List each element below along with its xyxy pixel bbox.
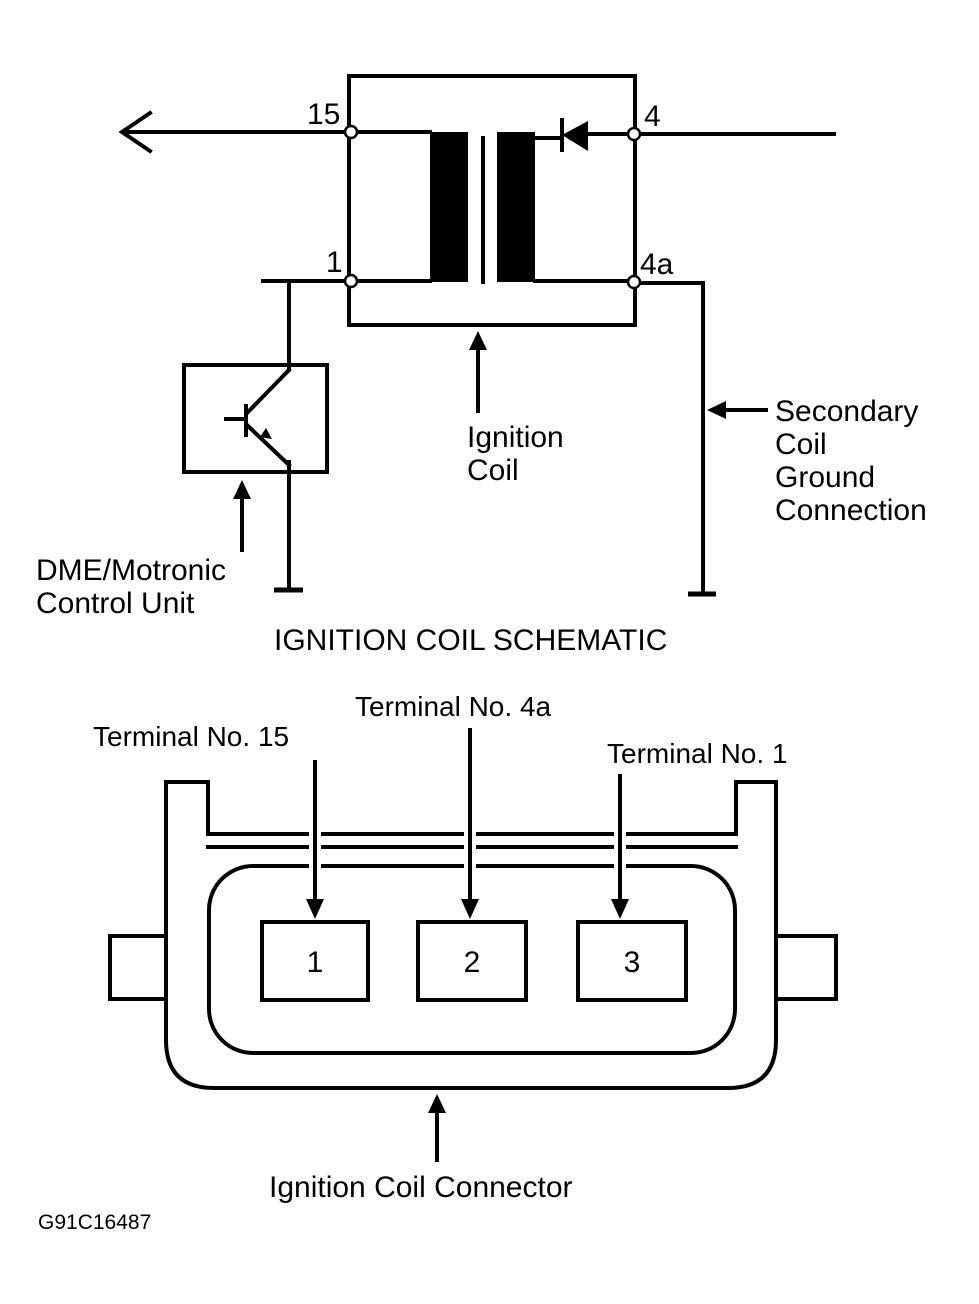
arrow-left-icon [118, 110, 153, 154]
figure-code: G91C16487 [38, 1211, 151, 1234]
terminal-4a-label: 4a [640, 248, 674, 281]
terminal-15-callout: Terminal No. 15 [93, 721, 289, 752]
connector-title-arrow-icon [428, 1094, 446, 1113]
connector-pin-3-label: 3 [624, 946, 641, 979]
terminal-4a-arrow-icon [461, 899, 479, 919]
connector-pin-2-label: 2 [464, 946, 481, 979]
ignition-coil-schematic: 15 4 1 4a Ignition Coil Secondary Coil G… [36, 74, 927, 657]
terminal-15-arrow-icon [306, 899, 324, 919]
connector-pin-1 [260, 920, 370, 1002]
control-unit-label: DME/Motronic Control Unit [36, 554, 234, 620]
terminal-1-label: 1 [326, 246, 343, 279]
connector-pin-1-label: 1 [307, 946, 324, 979]
transistor-icon [224, 367, 292, 468]
control-unit-box [182, 363, 329, 474]
secondary-ground-arrow-icon [707, 401, 726, 419]
ignition-coil-label: Ignition Coil [467, 421, 572, 487]
primary-winding [430, 132, 468, 282]
terminal-15-arrow [306, 760, 324, 919]
secondary-winding [497, 132, 535, 282]
schematic-title: IGNITION COIL SCHEMATIC [274, 624, 667, 657]
terminal-1-node [343, 273, 359, 289]
secondary-ground-label: Secondary Coil Ground Connection [775, 395, 927, 527]
terminal-1-arrow-icon [611, 899, 629, 919]
connector-tab-right [774, 934, 838, 1001]
connector-pin-2 [416, 920, 528, 1002]
terminal-4-label: 4 [644, 100, 661, 133]
terminal-15-node [343, 124, 359, 140]
diode-icon [560, 118, 588, 152]
connector-tab-left [108, 934, 168, 1001]
terminal-1-arrow [611, 774, 629, 919]
coil-housing [347, 74, 637, 327]
terminal-1-callout: Terminal No. 1 [607, 738, 788, 769]
wire-terminal-4a-ground [633, 281, 705, 596]
control-unit-arrow-icon [233, 480, 251, 499]
terminal-4a-arrow [461, 728, 479, 919]
connector-pin-3 [576, 920, 688, 1002]
connector-title: Ignition Coil Connector [269, 1171, 573, 1204]
terminal-4-node [626, 126, 642, 142]
terminal-15-label: 15 [307, 98, 340, 131]
ignition-coil-connector: Terminal No. 15 Terminal No. 4a Terminal… [93, 691, 838, 1204]
connector-shell [164, 780, 778, 1090]
terminal-4a-node [626, 274, 642, 290]
terminal-4a-callout: Terminal No. 4a [355, 691, 552, 722]
ignition-coil-arrow-icon [469, 331, 487, 350]
